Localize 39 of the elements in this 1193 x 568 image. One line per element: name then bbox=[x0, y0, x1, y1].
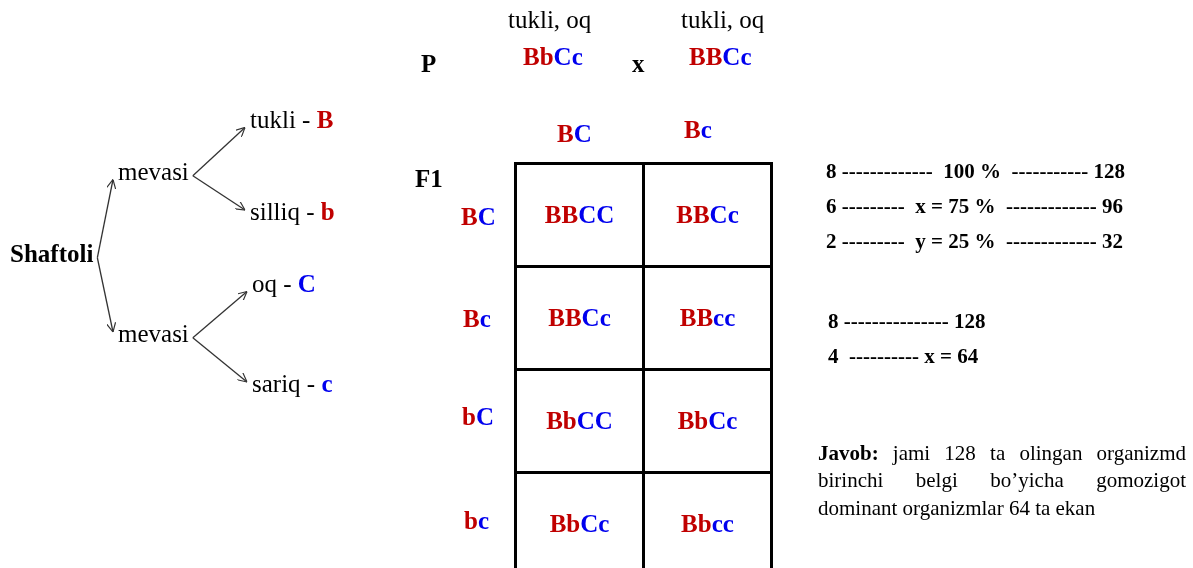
phenotype-label: tukli, oq bbox=[508, 6, 592, 34]
gamete-label: Bc bbox=[684, 116, 712, 144]
arrow bbox=[192, 337, 248, 383]
trait-label: oq - C bbox=[252, 270, 316, 298]
genotype-cell: BbCc bbox=[515, 472, 644, 568]
arrow bbox=[192, 126, 246, 177]
proportion-line: 8 ------------- 100 % ----------- 128 bbox=[826, 160, 1126, 184]
trait-label: tukli - B bbox=[250, 106, 334, 134]
arrow bbox=[96, 178, 117, 259]
gamete-label: Bc bbox=[463, 305, 491, 333]
generation-label: F1 bbox=[415, 165, 443, 193]
genotype-label: BbCc bbox=[523, 43, 583, 71]
gamete-label: bC bbox=[462, 403, 494, 431]
organ-label: mevasi bbox=[118, 320, 189, 348]
phenotype-label: tukli, oq bbox=[681, 6, 765, 34]
genotype-cell: BBCc bbox=[643, 163, 772, 267]
genotype-label: BBCc bbox=[689, 43, 752, 71]
arrow bbox=[96, 257, 117, 333]
plant-name: Shaftoli bbox=[10, 240, 94, 268]
proportion-line: 8 --------------- 128 bbox=[828, 310, 986, 334]
proportion-line: 4 ---------- x = 64 bbox=[828, 345, 979, 369]
arrow bbox=[192, 175, 246, 211]
gamete-label: bc bbox=[464, 507, 489, 535]
generation-label: P bbox=[421, 50, 437, 78]
genotype-cell: BBCC bbox=[515, 163, 644, 267]
trait-label: silliq - b bbox=[250, 198, 335, 226]
genotype-cell: BbCc bbox=[643, 369, 772, 473]
gamete-label: BC bbox=[461, 203, 496, 231]
trait-label: sariq - c bbox=[252, 370, 333, 398]
proportion-line: 6 --------- x = 75 % ------------- 96 bbox=[826, 195, 1124, 219]
genotype-cell: BBcc bbox=[643, 266, 772, 370]
arrow bbox=[192, 290, 248, 339]
proportion-line: 2 --------- y = 25 % ------------- 32 bbox=[826, 230, 1124, 254]
organ-label: mevasi bbox=[118, 158, 189, 186]
answer-paragraph: Javob: jami 128 ta olingan organizmd birinchi belgi bo’yicha gomozigot dominant organizmlar 64 ta ekan bbox=[818, 440, 1186, 522]
genotype-cell: BbCC bbox=[515, 369, 644, 473]
genotype-cell: BBCc bbox=[515, 266, 644, 370]
gamete-label: BC bbox=[557, 120, 592, 148]
generation-label: x bbox=[632, 50, 645, 78]
